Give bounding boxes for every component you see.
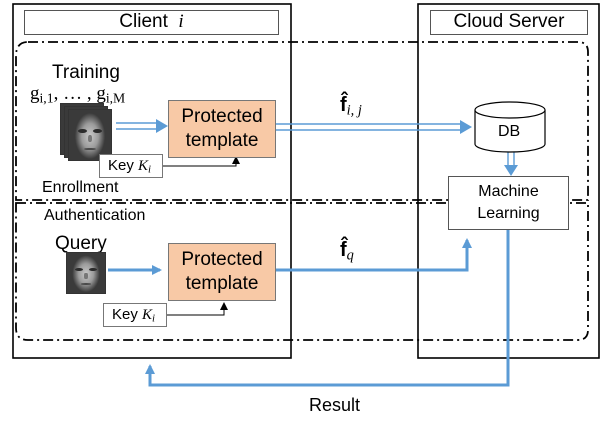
template-line1: Protected xyxy=(181,106,263,127)
face-image xyxy=(68,109,112,161)
db-to-ml-arrow xyxy=(504,151,518,176)
enrollment-label: Enrollment xyxy=(42,179,119,196)
enroll-input-arrow xyxy=(116,119,168,133)
seq-end-sub: i,M xyxy=(105,90,126,106)
auth-protected-template: Protected template xyxy=(168,243,276,301)
enroll-protected-template: Protected template xyxy=(168,100,276,158)
seq-end: g xyxy=(96,83,106,104)
machine-learning-box: Machine Learning xyxy=(448,176,569,230)
training-label: Training xyxy=(52,62,120,83)
key-var: K xyxy=(138,158,149,174)
feature-enroll-label: f̂i, j xyxy=(340,95,362,118)
key-label: Key xyxy=(112,306,143,323)
feature-query-label: f̂q xyxy=(340,240,354,263)
auth-key-connector xyxy=(166,302,228,316)
client-title-var: i xyxy=(178,11,184,32)
result-arrow xyxy=(145,230,510,387)
key-label: Key xyxy=(108,157,139,174)
template-line2: template xyxy=(185,273,259,294)
authentication-label: Authentication xyxy=(44,207,146,224)
query-to-ml-arrow xyxy=(276,238,472,272)
enrollment-region xyxy=(15,41,589,201)
feature-enroll-sub: i, j xyxy=(346,102,362,119)
seq-start: g xyxy=(30,83,40,104)
server-header: Cloud Server xyxy=(430,10,588,35)
client-header: Client i xyxy=(24,10,279,35)
client-title: Client xyxy=(119,11,168,32)
key-var: K xyxy=(142,307,153,323)
db-cylinder xyxy=(474,101,546,153)
feature-enroll-base: f̂ xyxy=(340,94,347,116)
template-line2: template xyxy=(185,130,259,151)
ml-line2: Learning xyxy=(477,205,540,222)
query-label: Query xyxy=(55,233,107,254)
template-line1: Protected xyxy=(181,249,263,270)
enroll-key-connector xyxy=(163,156,240,167)
authentication-region xyxy=(15,202,589,341)
result-label: Result xyxy=(309,395,361,415)
key-sub: i xyxy=(152,312,156,325)
enroll-key-box: Key Ki xyxy=(99,154,163,178)
db-label: DB xyxy=(498,123,521,140)
enroll-to-db-arrow xyxy=(276,120,472,134)
training-sequence: gi,1, … , gi,M xyxy=(30,84,125,105)
server-title: Cloud Server xyxy=(453,11,565,32)
auth-key-box: Key Ki xyxy=(103,303,167,327)
feature-query-base: f̂ xyxy=(340,239,347,261)
query-face-image xyxy=(66,252,106,294)
seq-mid: , … , xyxy=(53,83,97,104)
ml-line1: Machine xyxy=(478,183,539,200)
client-frame xyxy=(12,3,292,359)
feature-query-sub: q xyxy=(346,247,354,264)
seq-start-sub: i,1 xyxy=(39,90,54,106)
key-sub: i xyxy=(148,163,152,176)
